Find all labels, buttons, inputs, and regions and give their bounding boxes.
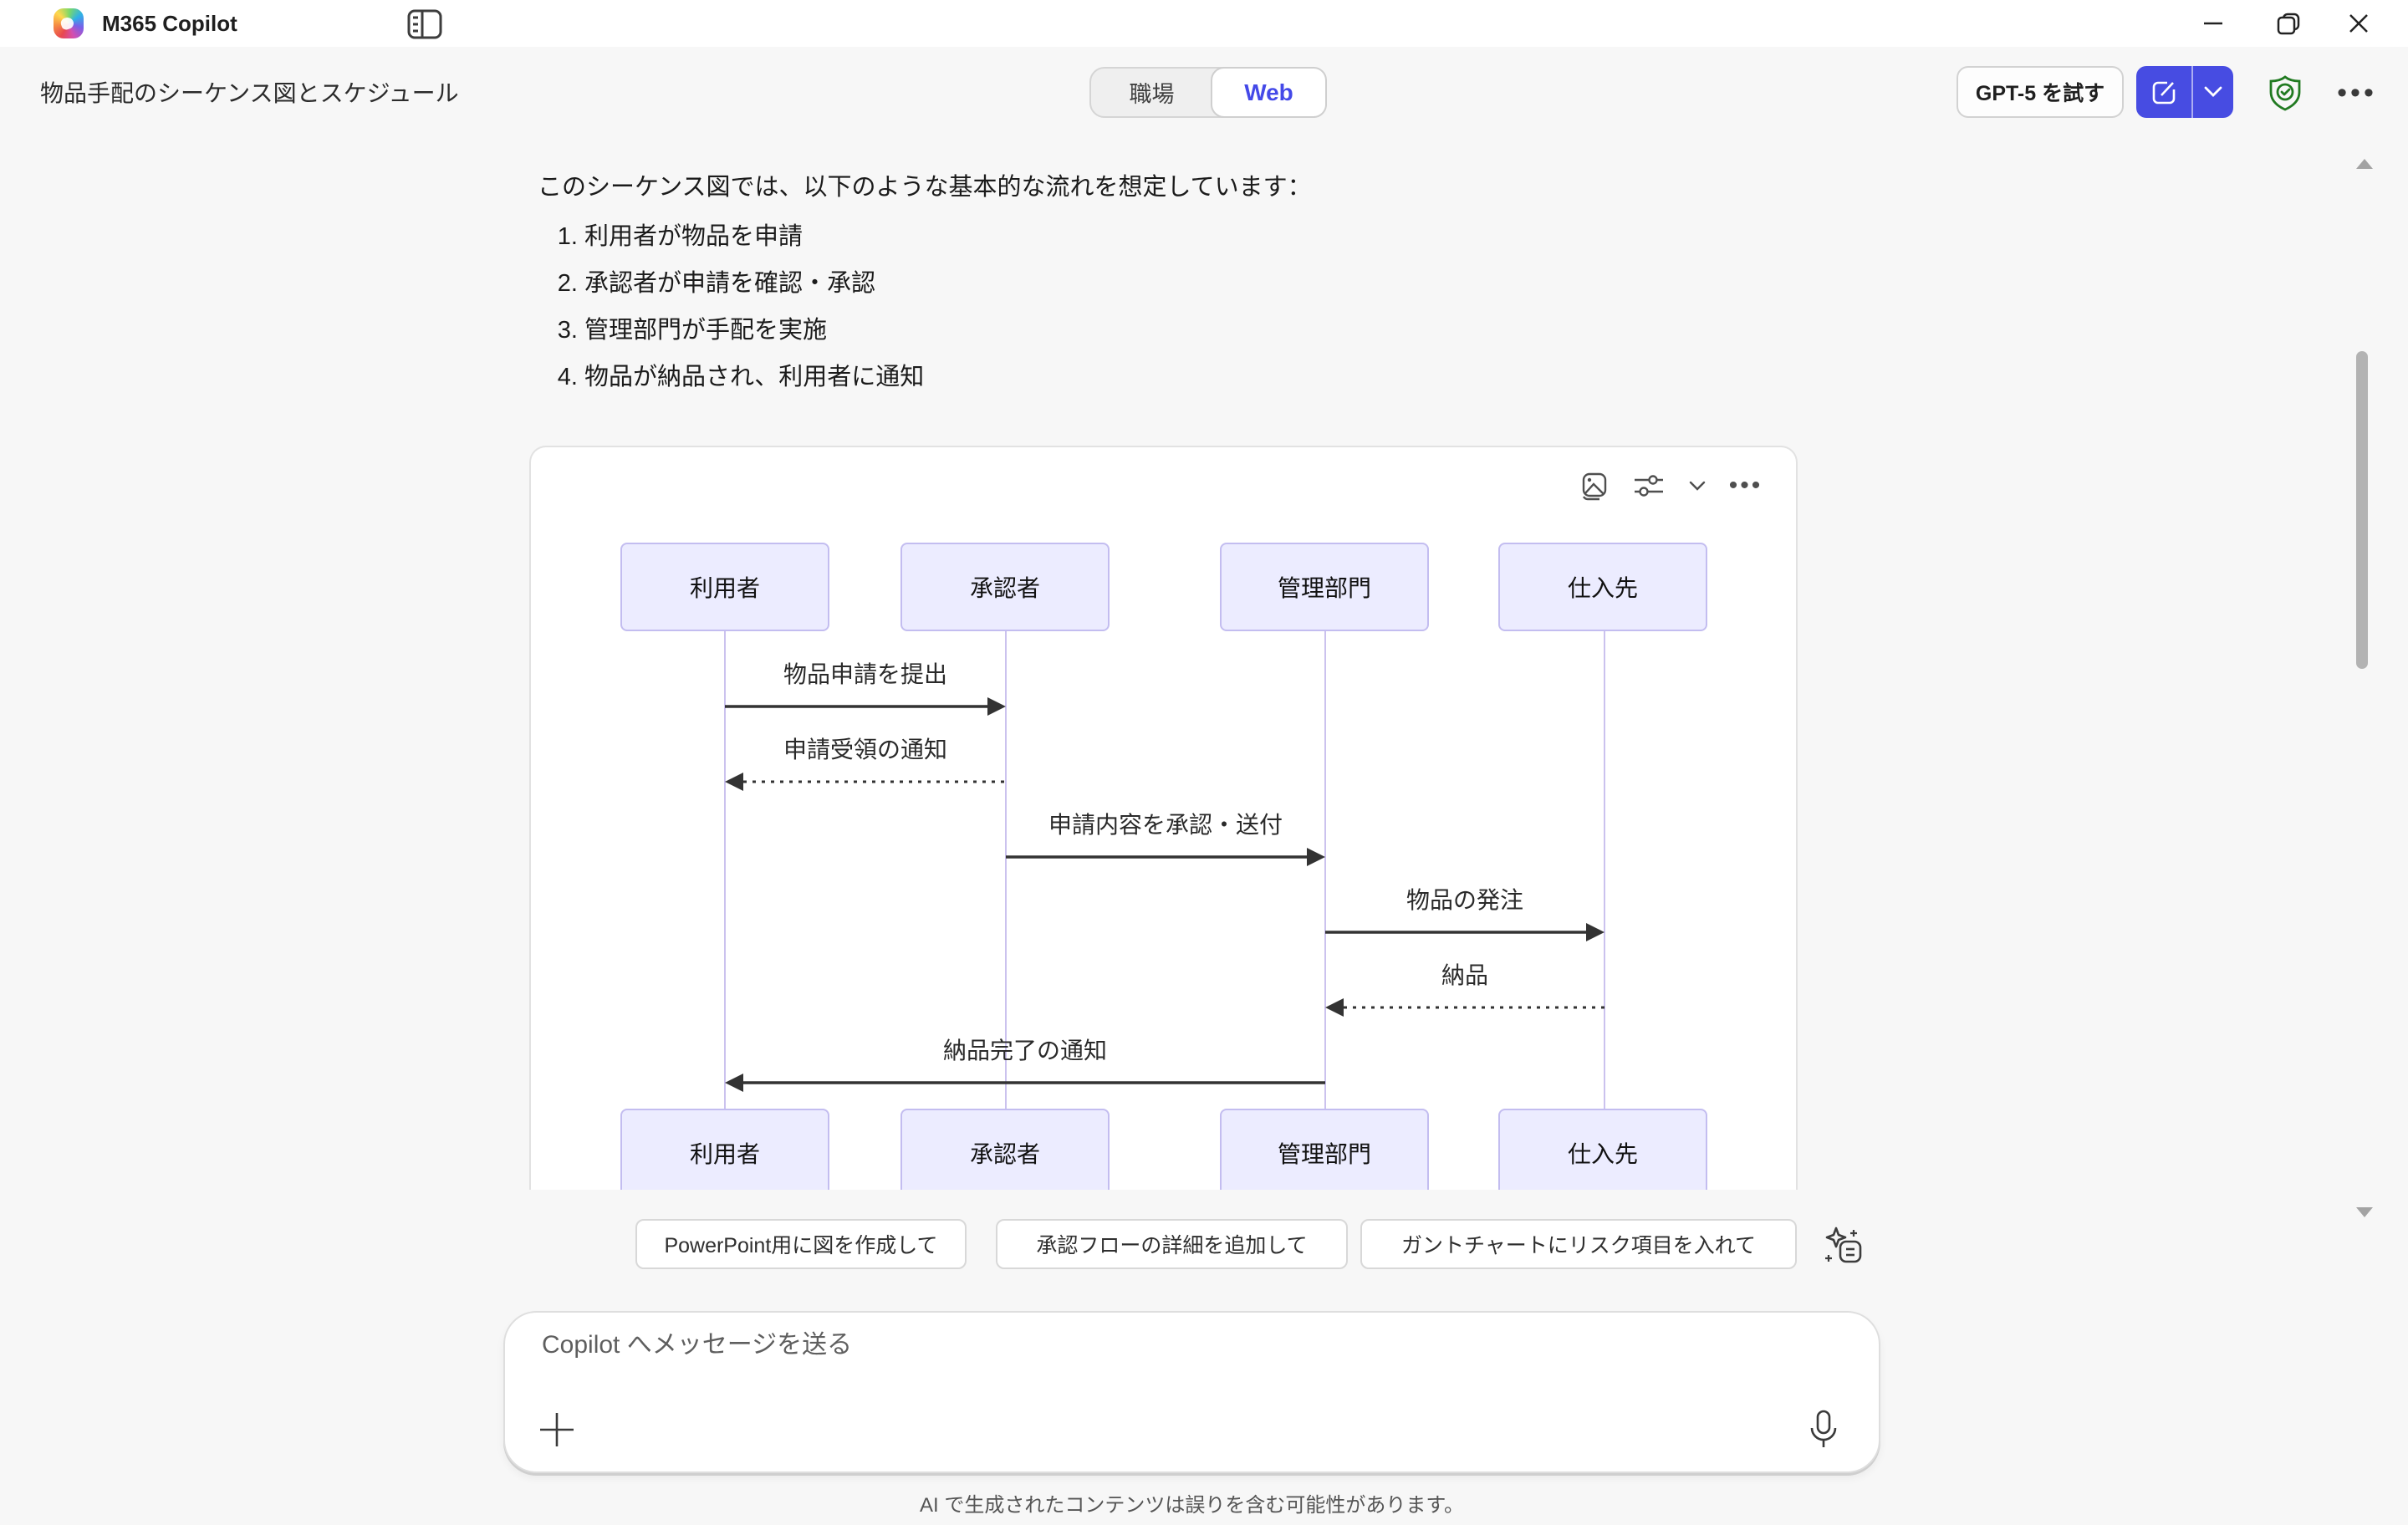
tab-web[interactable]: Web	[1211, 67, 1327, 118]
close-icon	[2347, 12, 2370, 35]
message-label: 申請受領の通知	[783, 737, 948, 762]
diagram-settings-dropdown[interactable]	[1687, 469, 1707, 502]
actor-box: 管理部門	[1220, 1109, 1429, 1190]
message-label: 納品完了の通知	[942, 1038, 1108, 1063]
tab-workplace[interactable]: 職場	[1129, 82, 1175, 107]
list-item: 承認者が申請を確認・承認	[584, 271, 924, 297]
mode-toggle: 職場 Web	[1089, 67, 1327, 118]
title-bar: M365 Copilot	[0, 0, 2408, 47]
suggestion-chip[interactable]: 承認フローの詳細を追加して	[996, 1219, 1348, 1269]
new-chat-button[interactable]	[2136, 66, 2193, 118]
sidebar-toggle-icon	[406, 8, 443, 40]
voice-input-button[interactable]	[1802, 1408, 1845, 1451]
actor-box: 仕入先	[1498, 543, 1707, 631]
suggestion-chip[interactable]: ガントチャートにリスク項目を入れて	[1360, 1219, 1797, 1269]
new-chat-dropdown[interactable]	[2193, 66, 2233, 118]
microphone-icon	[1807, 1410, 1840, 1450]
message-label: 物品の発注	[1406, 887, 1524, 913]
copy-as-image-button[interactable]	[1577, 469, 1610, 502]
view-prompts-button[interactable]	[1821, 1222, 1868, 1269]
window-restore-button[interactable]	[2259, 0, 2318, 47]
sliders-icon	[1633, 471, 1665, 501]
header-more-options-button[interactable]: •••	[2334, 72, 2380, 114]
actor-box: 管理部門	[1220, 543, 1429, 631]
actor-box: 仕入先	[1498, 1109, 1707, 1190]
app-title: M365 Copilot	[102, 11, 237, 36]
prompt-sparkle-icon	[1822, 1223, 1867, 1268]
sidebar-toggle-button[interactable]	[406, 8, 443, 40]
message-label: 納品	[1441, 962, 1489, 988]
actor-box: 承認者	[900, 543, 1110, 631]
chevron-down-icon	[1689, 481, 1706, 491]
copilot-logo-icon	[54, 8, 84, 38]
privacy-shield-button[interactable]	[2264, 72, 2306, 114]
assistant-intro-text: このシーケンス図では、以下のような基本的な流れを想定しています：	[538, 174, 1312, 201]
add-content-button[interactable]	[535, 1408, 579, 1451]
scroll-up-arrow[interactable]	[2356, 159, 2373, 169]
window-close-button[interactable]	[2329, 0, 2388, 47]
chevron-down-icon	[2204, 86, 2222, 98]
actor-box: 利用者	[620, 1109, 829, 1190]
suggestion-chip[interactable]: PowerPoint用に図を作成して	[635, 1219, 967, 1269]
scrollbar-thumb[interactable]	[2356, 351, 2368, 669]
shield-check-icon	[2266, 74, 2304, 112]
minimize-icon	[2201, 12, 2225, 35]
try-gpt5-button[interactable]: GPT-5 を試す	[1956, 66, 2124, 118]
scroll-down-arrow[interactable]	[2356, 1207, 2373, 1217]
restore-icon	[2276, 11, 2301, 36]
plus-icon	[538, 1411, 575, 1448]
message-composer[interactable]	[503, 1311, 1880, 1473]
window-minimize-button[interactable]	[2184, 0, 2242, 47]
ai-disclaimer: AI で生成されたコンテンツは誤りを含む可能性があります。	[920, 1494, 1464, 1517]
message-label: 申請内容を承認・送付	[1048, 812, 1283, 838]
assistant-steps-list: 利用者が物品を申請 承認者が申請を確認・承認 管理部門が手配を実施 物品が納品さ…	[538, 224, 924, 411]
new-chat-split-button[interactable]	[2136, 66, 2233, 118]
sequence-diagram-card: 利用者 承認者 管理部門 仕入先 物品申請を提出 申請受領の通知 申請内容を承認…	[529, 446, 1798, 1190]
list-item: 利用者が物品を申請	[584, 224, 924, 250]
sequence-diagram: 利用者 承認者 管理部門 仕入先 物品申請を提出 申請受領の通知 申請内容を承認…	[531, 447, 1796, 1190]
actor-box: 利用者	[620, 543, 829, 631]
list-item: 管理部門が手配を実施	[584, 318, 924, 344]
diagram-settings-button[interactable]	[1632, 469, 1666, 502]
diagram-lines	[724, 631, 1605, 1109]
message-input[interactable]	[540, 1324, 1714, 1366]
diagram-more-options-button[interactable]: •••	[1728, 472, 1763, 499]
actor-box: 承認者	[900, 1109, 1110, 1190]
chat-title: 物品手配のシーケンス図とスケジュール	[40, 80, 459, 106]
image-icon	[1579, 471, 1609, 501]
diagram-toolbar: •••	[1577, 469, 1763, 502]
compose-icon	[2150, 79, 2177, 105]
message-label: 物品申請を提出	[783, 661, 948, 687]
list-item: 物品が納品され、利用者に通知	[584, 365, 924, 390]
